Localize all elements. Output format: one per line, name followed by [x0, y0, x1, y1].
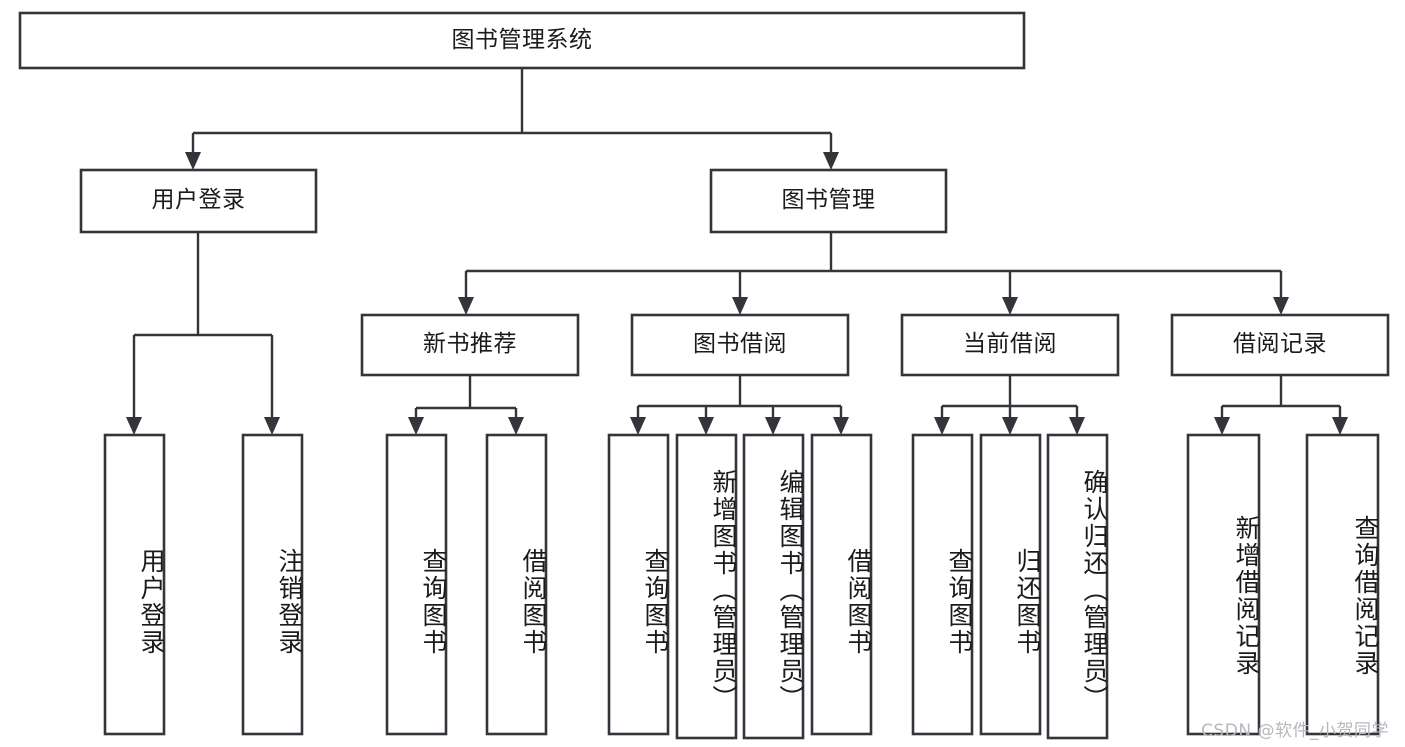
arrow-borrow-record-leaf-1	[1214, 417, 1230, 435]
node-box-leaf-user-login[interactable]	[103, 433, 166, 736]
arrow-book-borrow-leaf-1	[630, 417, 646, 435]
node-box-leaf-query-book-2[interactable]	[607, 433, 670, 736]
arrow-book-borrow-leaf-2	[698, 417, 714, 435]
arrow-root-to-book-manage	[823, 152, 839, 170]
arrow-to-borrow-record	[1273, 297, 1289, 315]
node-box-leaf-borrow-book-2[interactable]	[810, 433, 873, 736]
node-box-user-login[interactable]	[79, 168, 318, 234]
node-box-book-manage[interactable]	[709, 168, 948, 234]
arrow-book-borrow-leaf-3	[765, 417, 781, 435]
node-box-current-borrow[interactable]	[900, 313, 1120, 377]
node-box-book-borrow[interactable]	[630, 313, 850, 377]
arrow-to-book-borrow	[732, 297, 748, 315]
node-box-leaf-query-record[interactable]	[1305, 433, 1380, 736]
arrow-current-borrow-leaf-3	[1069, 417, 1085, 435]
connector-group-root	[185, 68, 839, 170]
node-box-leaf-return-book[interactable]	[979, 433, 1042, 736]
node-box-leaf-logout-login[interactable]	[241, 433, 304, 736]
arrow-current-borrow-leaf-2	[1002, 417, 1018, 435]
connector-group-borrow-record	[1214, 375, 1348, 435]
arrow-user-login-left	[126, 417, 142, 435]
arrow-new-book-leaf-1	[408, 417, 424, 435]
connector-group-new-book	[408, 375, 524, 435]
arrow-user-login-right	[264, 417, 280, 435]
node-box-leaf-query-book-1[interactable]	[385, 433, 448, 736]
node-box-leaf-borrow-book-1[interactable]	[485, 433, 548, 736]
connector-group-user-login	[126, 232, 280, 435]
node-box-leaf-add-record[interactable]	[1186, 433, 1261, 736]
arrow-current-borrow-leaf-1	[934, 417, 950, 435]
arrow-new-book-leaf-2	[508, 417, 524, 435]
arrow-root-to-user-login	[185, 152, 201, 170]
node-box-leaf-add-book[interactable]	[675, 433, 738, 740]
node-box-borrow-record[interactable]	[1170, 313, 1390, 377]
connector-group-book-borrow	[630, 375, 849, 435]
node-box-leaf-edit-book[interactable]	[742, 433, 805, 740]
node-box-root[interactable]	[18, 11, 1026, 70]
connector-group-current-borrow	[934, 375, 1085, 435]
arrow-borrow-record-leaf-2	[1332, 417, 1348, 435]
arrow-to-current-borrow	[1002, 297, 1018, 315]
arrow-book-borrow-leaf-4	[833, 417, 849, 435]
node-box-leaf-confirm-return[interactable]	[1046, 433, 1109, 740]
connector-group-book-manage	[458, 232, 1289, 315]
arrow-to-new-book	[458, 297, 474, 315]
node-box-leaf-query-book-3[interactable]	[911, 433, 974, 736]
node-box-new-book-recommend[interactable]	[360, 313, 580, 377]
